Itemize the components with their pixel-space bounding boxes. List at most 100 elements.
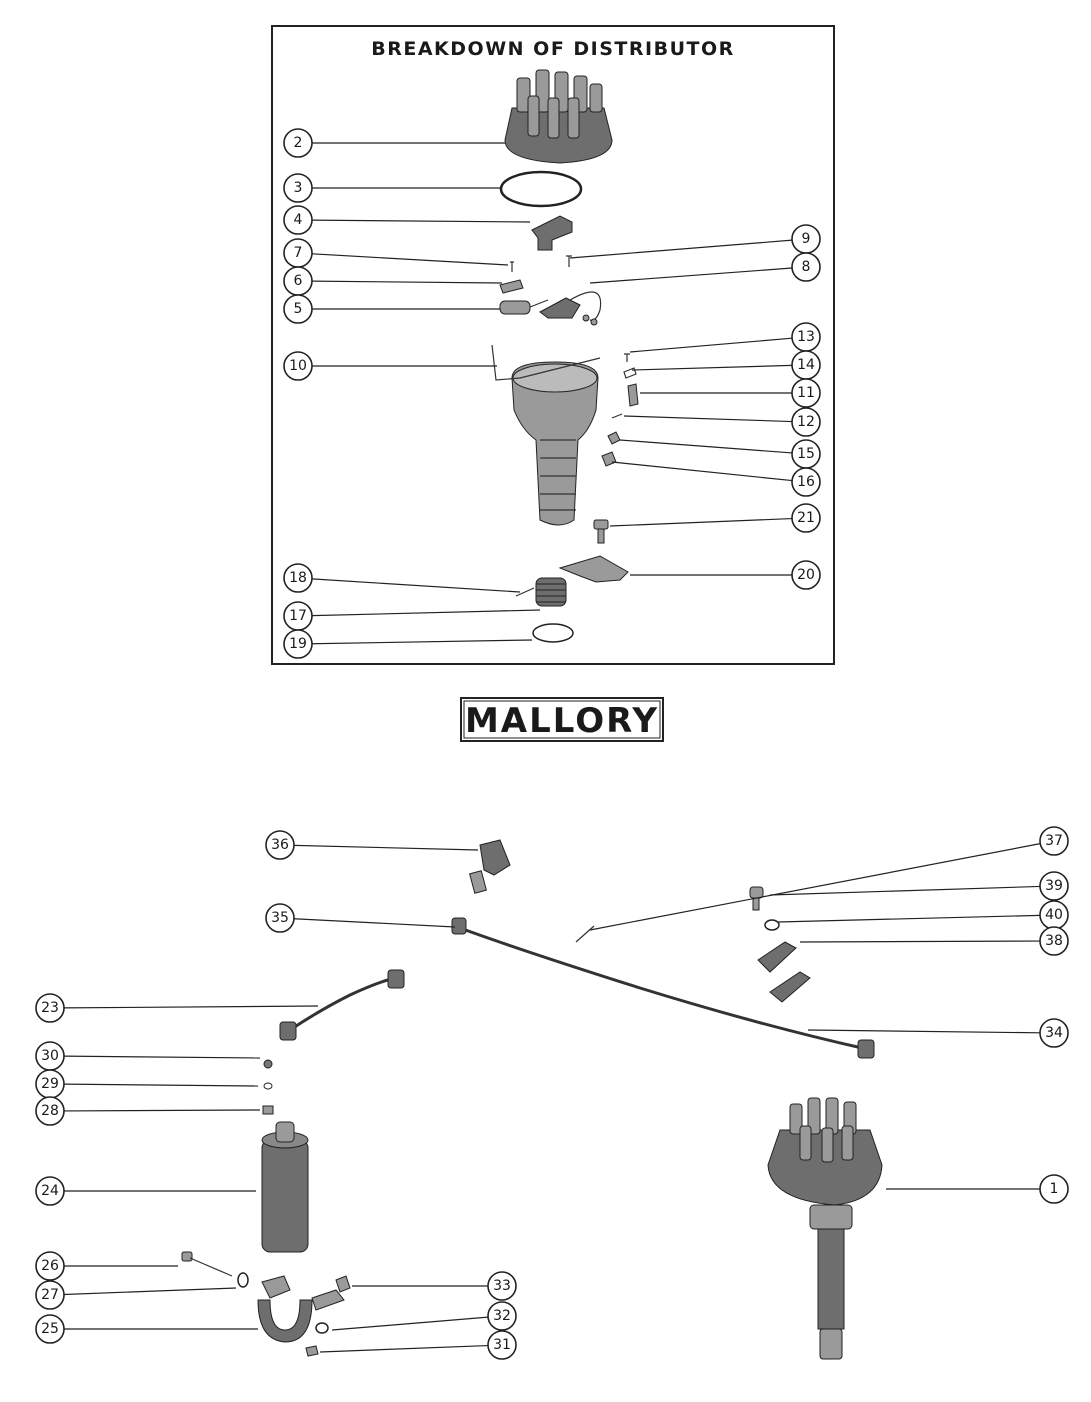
washer-icon [237, 1272, 249, 1288]
callout-circle [283, 629, 313, 659]
coil-wire-icon [279, 969, 405, 1041]
callout-20: 20 [630, 560, 821, 590]
callout-3: 3 [283, 173, 500, 203]
callout-number: 9 [802, 231, 811, 247]
callout-32: 32 [331, 1301, 517, 1331]
leader-line [293, 918, 456, 928]
callout-number: 32 [493, 1308, 511, 1324]
leader-line [311, 253, 509, 266]
callout-circle [791, 378, 821, 408]
callout-circle [487, 1330, 517, 1360]
leader-line [807, 1029, 1041, 1034]
callout-circle [791, 503, 821, 533]
screw-icon [510, 261, 514, 272]
callout-number: 5 [294, 301, 303, 317]
leader-line [589, 843, 1041, 931]
lock-washer-icon [315, 1322, 329, 1334]
callout-26: 26 [35, 1251, 178, 1281]
washer-icon [262, 1105, 274, 1115]
callout-circle [791, 560, 821, 590]
callout-number: 29 [41, 1076, 59, 1092]
leader-line [799, 940, 1041, 943]
complete-distributor-icon [767, 1097, 883, 1360]
callout-circle [283, 128, 313, 158]
callout-number: 34 [1045, 1025, 1063, 1041]
callout-number: 40 [1045, 907, 1063, 923]
callout-number: 25 [41, 1321, 59, 1337]
callout-number: 36 [271, 837, 289, 853]
callout-2: 2 [283, 128, 505, 158]
tach-drive-icon [469, 839, 511, 894]
callout-number: 38 [1045, 933, 1063, 949]
leader-line [569, 239, 793, 259]
coil-bracket-icon [257, 1275, 345, 1343]
callout-number: 6 [294, 273, 303, 289]
leader-line [311, 609, 541, 617]
screw-icon [566, 255, 572, 267]
leader-line [777, 914, 1041, 923]
callout-number: 23 [41, 1000, 59, 1016]
leader-line [311, 578, 521, 593]
high-tension-lead-icon [451, 917, 875, 1059]
callout-circle [1039, 1018, 1069, 1048]
callout-circle [1039, 871, 1069, 901]
leader-line [311, 219, 531, 223]
callout-circle [791, 467, 821, 497]
callout-16: 16 [611, 461, 821, 497]
callout-37: 37 [589, 826, 1069, 931]
callout-11: 11 [640, 378, 821, 408]
callout-15: 15 [619, 439, 821, 469]
leader-line [319, 1344, 489, 1353]
callout-36: 36 [265, 830, 479, 860]
callout-number: 35 [271, 910, 289, 926]
leader-line [311, 280, 503, 284]
callout-number: 19 [289, 636, 307, 652]
callout-number: 27 [41, 1287, 59, 1303]
callout-number: 18 [289, 570, 307, 586]
callout-number: 2 [294, 135, 303, 151]
callout-9: 9 [569, 224, 821, 259]
callout-31: 31 [319, 1330, 517, 1360]
leader-line [293, 844, 479, 851]
callout-14: 14 [631, 350, 821, 380]
callout-circle [791, 252, 821, 282]
callout-25: 25 [35, 1314, 258, 1344]
nut-icon [335, 1275, 351, 1293]
leader-line [63, 1083, 259, 1087]
callout-circle [35, 1280, 65, 1310]
callout-circle [35, 1176, 65, 1206]
callout-number: 12 [797, 414, 815, 430]
leader-line [63, 1287, 237, 1296]
callout-23: 23 [35, 993, 319, 1023]
callout-6: 6 [283, 266, 503, 296]
callout-number: 1 [1050, 1181, 1059, 1197]
callout-circle [487, 1271, 517, 1301]
callout-circle [265, 830, 295, 860]
callout-4: 4 [283, 205, 531, 235]
callout-number: 39 [1045, 878, 1063, 894]
callout-number: 15 [797, 446, 815, 462]
clip-icon [499, 279, 524, 294]
callout-12: 12 [623, 407, 821, 437]
leader-line [611, 461, 793, 482]
callout-circle [283, 563, 313, 593]
callout-circle [487, 1301, 517, 1331]
leader-line [623, 415, 793, 423]
callout-27: 27 [35, 1280, 237, 1310]
callout-10: 10 [283, 351, 497, 381]
callout-circle [283, 351, 313, 381]
distributor-cap-icon [504, 69, 613, 164]
screw-icon [749, 886, 764, 911]
callout-17: 17 [283, 601, 541, 631]
terminal-clip-icon [757, 941, 797, 973]
callout-40: 40 [777, 900, 1069, 930]
callout-13: 13 [629, 322, 821, 353]
callout-number: 14 [797, 357, 815, 373]
rotor-icon [531, 215, 573, 251]
roll-pin-icon [515, 587, 535, 597]
leader-line [589, 267, 793, 284]
leader-line [631, 364, 793, 371]
callout-circle [283, 173, 313, 203]
callout-circle [791, 407, 821, 437]
